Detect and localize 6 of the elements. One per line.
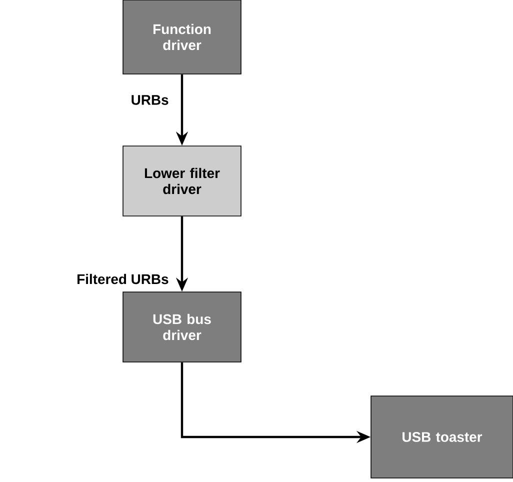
process-box: Lower filter driver [122,146,242,216]
edge-label: Filtered URBs [78,274,168,284]
edge-label: URBs [132,95,168,105]
process-box: Function driver [122,0,242,74]
process-box: USB bus driver [122,292,242,362]
process-box: USB toaster [370,396,513,478]
